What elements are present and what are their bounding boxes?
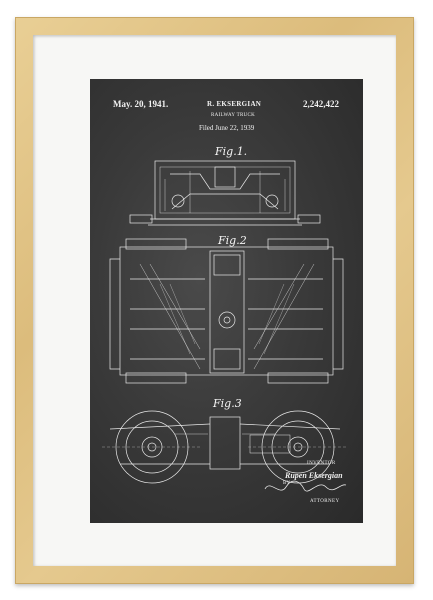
patent-date: May. 20, 1941.: [113, 99, 169, 109]
by-label: BY: [283, 481, 290, 486]
fig1-drawing: [129, 160, 321, 226]
signature-scribble: [264, 480, 347, 492]
fig3-drawing: [102, 410, 348, 484]
patent-title: RAILWAY TRUCK: [211, 113, 256, 118]
fig3-label: Fig.3: [213, 397, 242, 410]
patent-inventor: R. EKSERGIAN: [207, 100, 262, 108]
patent-print: May. 20, 1941. R. EKSERGIAN 2,242,422 RA…: [90, 79, 363, 523]
inventor-signature-name: Rupen Eksergian: [285, 471, 343, 480]
fig2-label: Fig.2: [218, 234, 247, 247]
inventor-label: INVENTOR: [307, 461, 336, 466]
patent-filed-date: Filed June 22, 1939: [199, 124, 255, 132]
patent-number: 2,242,422: [303, 99, 339, 109]
patent-drawing: [102, 160, 348, 492]
attorney-label: ATTORNEY: [310, 499, 340, 504]
fig2-drawing: [109, 238, 344, 384]
fig1-label: Fig.1.: [215, 145, 248, 158]
